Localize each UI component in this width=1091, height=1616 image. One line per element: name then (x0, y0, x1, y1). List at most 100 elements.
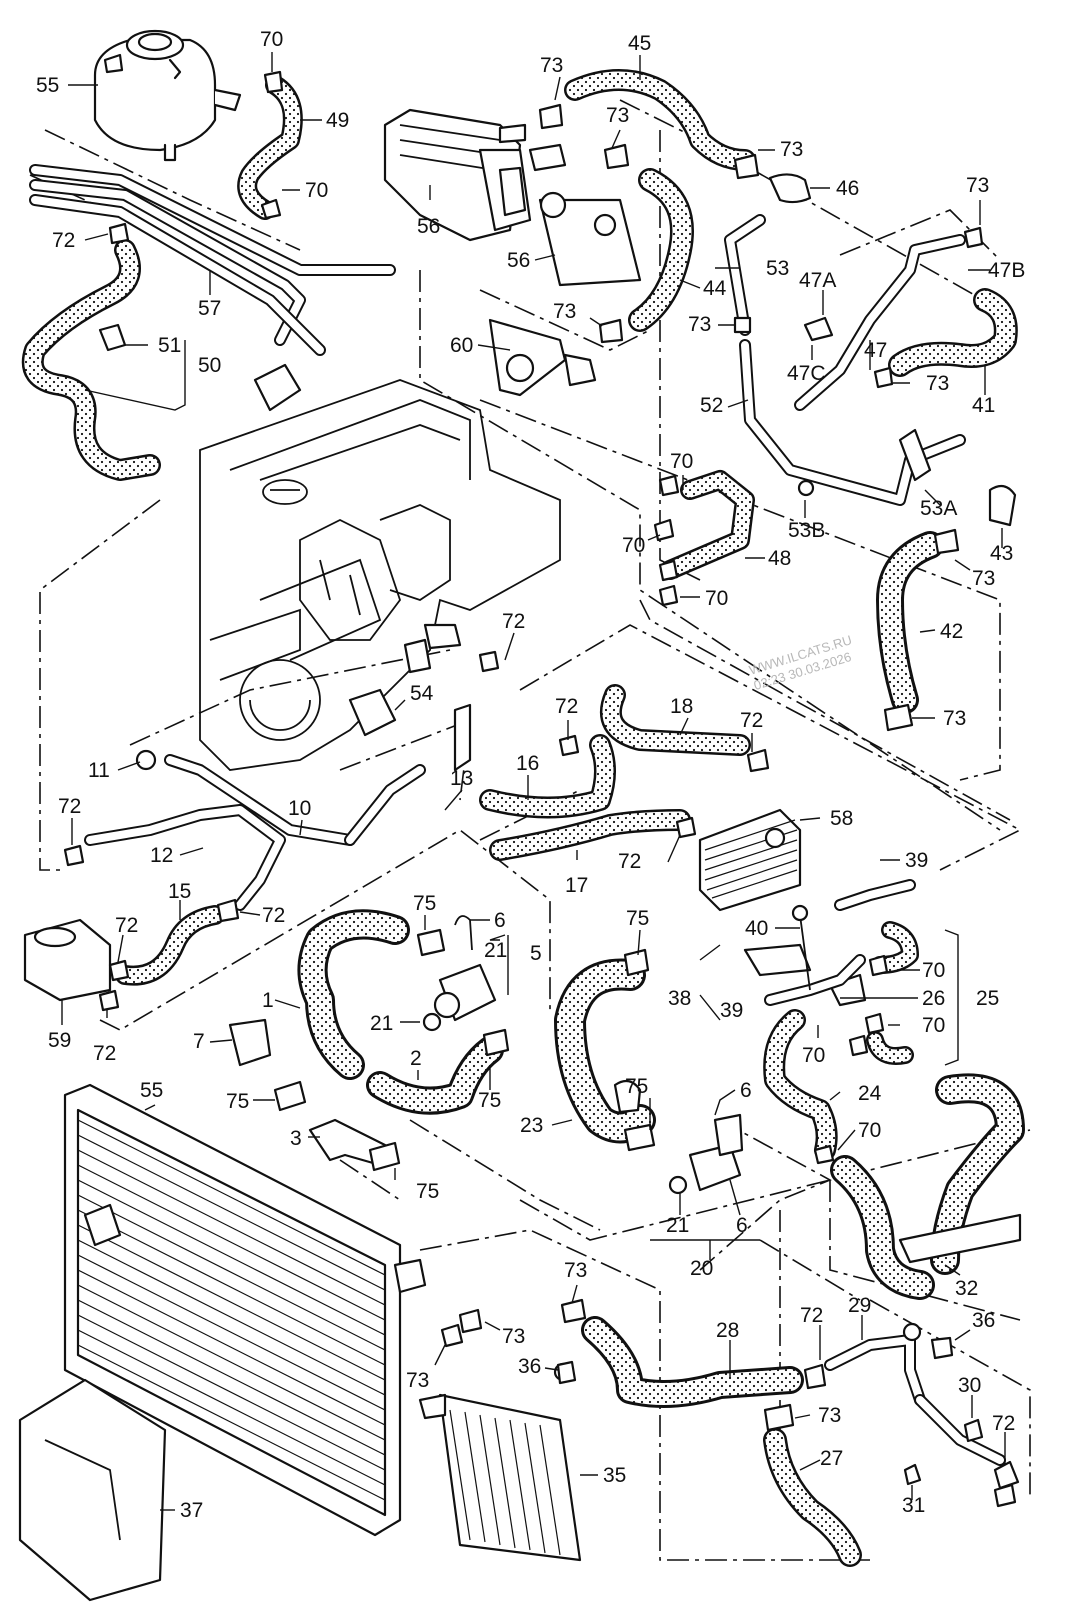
label-70: 70 (670, 450, 693, 473)
hose-45 (564, 69, 812, 204)
hose-41 (888, 288, 1018, 377)
label-56: 56 (417, 215, 440, 238)
label-73: 73 (966, 174, 989, 197)
label-24: 24 (858, 1082, 882, 1105)
hose-32 (830, 1073, 1025, 1300)
label-11: 11 (88, 759, 110, 782)
label-53A: 53A (920, 497, 957, 520)
label-70: 70 (305, 179, 328, 202)
label-40: 40 (745, 917, 768, 940)
label-72: 72 (115, 914, 138, 937)
hose-28 (581, 1316, 804, 1408)
engine-block (199, 379, 561, 771)
label-29: 29 (848, 1294, 871, 1317)
label-60: 60 (450, 334, 473, 357)
hose-44 (628, 168, 694, 332)
label-73: 73 (943, 707, 966, 730)
pipe-38-40 (743, 879, 916, 1006)
label-21: 21 (370, 1012, 393, 1035)
label-73: 73 (502, 1325, 525, 1348)
hose-48 (660, 470, 755, 580)
label-27: 27 (820, 1447, 843, 1470)
label-1: 1 (262, 989, 274, 1012)
flange-60 (488, 318, 597, 397)
fitting-21 (422, 915, 497, 1032)
hose-1 (297, 909, 410, 1080)
label-70: 70 (922, 1014, 945, 1037)
label-13: 13 (450, 767, 473, 790)
label-73: 73 (406, 1369, 429, 1392)
label-32: 32 (955, 1277, 978, 1300)
label-70: 70 (705, 587, 728, 610)
label-72: 72 (618, 850, 641, 873)
label-17: 17 (565, 874, 588, 897)
label-6: 6 (494, 909, 506, 932)
intercooler-35 (418, 1362, 582, 1562)
label-21: 21 (666, 1214, 689, 1237)
label-75: 75 (625, 1075, 648, 1098)
label-36: 36 (972, 1309, 995, 1332)
hose-24 (763, 1009, 838, 1161)
label-75: 75 (226, 1090, 249, 1113)
label-75: 75 (478, 1089, 501, 1112)
air-guide-37 (18, 1378, 167, 1602)
label-72: 72 (262, 904, 285, 927)
label-73: 73 (926, 372, 949, 395)
label-23: 23 (520, 1114, 543, 1137)
label-43: 43 (990, 542, 1013, 565)
egr-module-56 (383, 108, 642, 287)
label-36: 36 (518, 1355, 541, 1378)
part-labels: 55 70 49 70 45 73 73 73 46 56 56 53 44 7… (36, 28, 1025, 1522)
label-47: 47 (864, 339, 887, 362)
hose-16-17-18 (479, 684, 751, 861)
pipe-52-53 (724, 214, 966, 506)
label-53: 53 (766, 257, 789, 280)
label-70: 70 (922, 959, 945, 982)
label-53B: 53B (788, 519, 825, 542)
label-39: 39 (720, 999, 743, 1022)
label-57: 57 (198, 297, 221, 320)
label-72: 72 (52, 229, 75, 252)
label-46: 46 (836, 177, 859, 200)
label-7: 7 (193, 1030, 205, 1053)
clip-7 (228, 1018, 272, 1067)
label-73: 73 (972, 567, 995, 590)
oil-cooler-58 (698, 808, 802, 912)
label-26: 26 (922, 987, 945, 1010)
label-37: 37 (180, 1499, 203, 1522)
label-16: 16 (516, 752, 539, 775)
label-55: 55 (140, 1079, 163, 1102)
label-6: 6 (740, 1079, 752, 1102)
label-10: 10 (288, 797, 311, 820)
label-47C: 47C (787, 362, 826, 385)
label-49: 49 (326, 109, 349, 132)
label-3: 3 (290, 1127, 302, 1150)
hose-2 (366, 1036, 504, 1115)
label-73: 73 (540, 54, 563, 77)
label-58: 58 (830, 807, 853, 830)
label-30: 30 (958, 1374, 981, 1397)
label-54: 54 (410, 682, 434, 705)
label-50: 50 (198, 354, 221, 377)
label-75: 75 (626, 907, 649, 930)
label-72: 72 (502, 610, 525, 633)
watermark: WWW.ILCATS.RU 02:23 30.03.2026 (747, 632, 853, 693)
label-56: 56 (507, 249, 530, 272)
label-55: 55 (36, 74, 59, 97)
label-72: 72 (740, 709, 763, 732)
label-70: 70 (622, 534, 645, 557)
label-2: 2 (410, 1047, 422, 1070)
pipe-10 (84, 703, 472, 911)
small-parts (556, 1336, 1020, 1490)
label-12: 12 (150, 844, 173, 867)
label-73: 73 (553, 300, 576, 323)
label-70: 70 (858, 1119, 881, 1142)
hose-50 (21, 239, 161, 481)
label-52: 52 (700, 394, 723, 417)
label-72: 72 (58, 795, 81, 818)
hose-23 (554, 958, 656, 1144)
label-6: 6 (736, 1214, 748, 1237)
label-73: 73 (780, 138, 803, 161)
pipe-set-57 (29, 164, 396, 412)
label-73: 73 (564, 1259, 587, 1282)
